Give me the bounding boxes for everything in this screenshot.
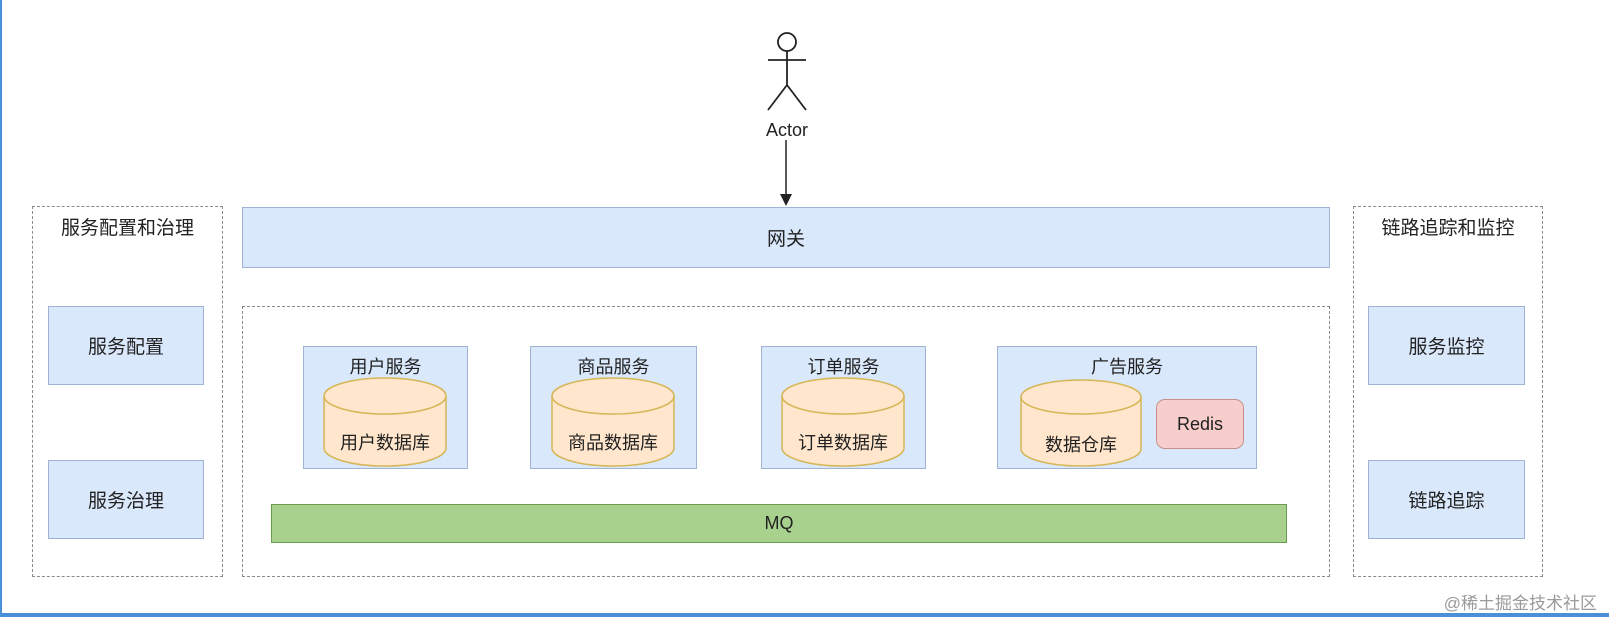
mq-label: MQ — [764, 513, 794, 533]
window-frame-bottom — [0, 613, 1609, 617]
data-warehouse[interactable]: 数据仓库 — [1020, 379, 1142, 467]
services-container — [242, 306, 1330, 577]
service-governance-title: 服务配置和治理 — [60, 218, 194, 239]
redis-label: Redis — [1176, 413, 1224, 434]
user-database[interactable]: 用户数据库 — [323, 377, 447, 467]
service-governance-label: 服务治理 — [87, 491, 164, 512]
service-monitoring-label: 服务监控 — [1408, 337, 1485, 358]
database-icon — [323, 377, 447, 467]
tracing-monitoring-title: 链路追踪和监控 — [1381, 218, 1515, 239]
database-icon — [551, 377, 675, 467]
service-governance-panel: 服务配置和治理 — [32, 206, 223, 577]
service-config-label: 服务配置 — [87, 337, 164, 358]
link-tracing-box[interactable]: 链路追踪 — [1368, 460, 1525, 539]
database-icon — [781, 377, 905, 467]
service-config-box[interactable]: 服务配置 — [48, 306, 204, 385]
product-database-label: 商品数据库 — [568, 433, 658, 453]
gateway-box[interactable]: 网关 — [242, 207, 1330, 268]
order-database-label: 订单数据库 — [798, 433, 888, 453]
actor-to-gateway-arrow — [780, 140, 792, 206]
tracing-monitoring-panel: 链路追踪和监控 — [1353, 206, 1543, 577]
service-monitoring-box[interactable]: 服务监控 — [1368, 306, 1525, 385]
window-frame-left — [0, 0, 2, 617]
product-service-title: 商品服务 — [577, 357, 650, 377]
watermark: @稀土掘金技术社区 — [1443, 594, 1597, 613]
product-database[interactable]: 商品数据库 — [551, 377, 675, 467]
link-tracing-label: 链路追踪 — [1408, 491, 1485, 512]
mq-bar[interactable]: MQ — [271, 504, 1287, 543]
redis-box[interactable]: Redis — [1156, 399, 1244, 449]
actor-label: Actor — [765, 120, 808, 140]
data-warehouse-label: 数据仓库 — [1045, 435, 1117, 455]
ad-service-title: 广告服务 — [1091, 357, 1163, 377]
gateway-label: 网关 — [766, 229, 805, 250]
order-database[interactable]: 订单数据库 — [781, 377, 905, 467]
order-service-title: 订单服务 — [807, 357, 880, 377]
user-database-label: 用户数据库 — [340, 433, 430, 453]
actor-icon — [767, 32, 807, 111]
user-service-title: 用户服务 — [349, 357, 422, 377]
service-governance-box[interactable]: 服务治理 — [48, 460, 204, 539]
database-icon — [1020, 379, 1142, 467]
